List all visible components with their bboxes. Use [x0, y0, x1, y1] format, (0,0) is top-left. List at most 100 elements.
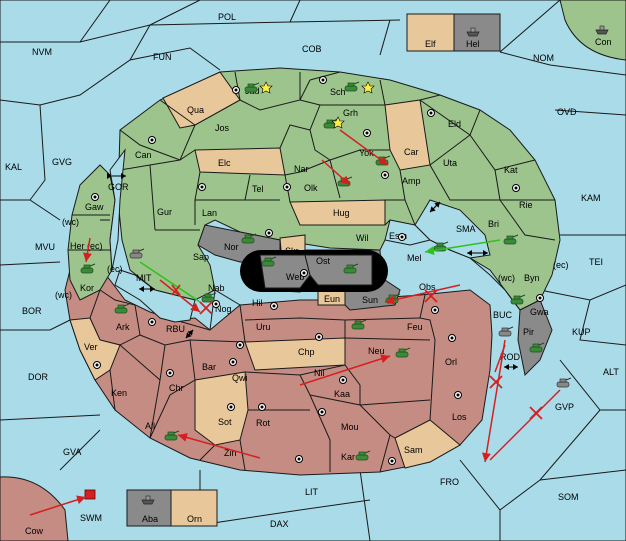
province-label: Kat	[504, 165, 518, 175]
province-label: Pir	[523, 327, 534, 337]
label-nvm: NVM	[32, 47, 52, 57]
province-label: Car	[404, 147, 419, 157]
sea-mit-inlet	[114, 269, 196, 323]
province-label: Her	[70, 241, 85, 251]
province-car[interactable]	[384, 99, 431, 171]
province-label: Byn	[524, 273, 540, 283]
province-label: (wc)	[55, 290, 72, 300]
province-label: Ark	[116, 322, 130, 332]
province-label: Con	[595, 37, 612, 47]
province-orn[interactable]	[170, 489, 218, 527]
province-label: Qwi	[232, 373, 248, 383]
province-label: Ost	[316, 256, 331, 266]
province-label: (wc)	[498, 273, 515, 283]
cross-icons	[171, 284, 543, 420]
province-label: Bri	[488, 219, 499, 229]
label-mit: MIT	[136, 273, 152, 283]
province-label: Orl	[445, 357, 457, 367]
province-label: Kaa	[334, 389, 350, 399]
province-label: Hug	[333, 208, 350, 218]
label-gor: GOR	[108, 182, 129, 192]
province-labels: POL NVM FUN COB NOM OVD KAL GVG GOR MVU …	[5, 12, 619, 536]
province-label: Orn	[187, 514, 202, 524]
province-label: Mou	[341, 422, 359, 432]
province-label: Yok	[359, 148, 374, 158]
province-label: Sam	[404, 445, 423, 455]
label-som: SOM	[558, 492, 579, 502]
label-kal: KAL	[5, 162, 22, 172]
unit-icons	[80, 25, 609, 505]
province-chp[interactable]	[244, 337, 346, 371]
province-label: Hil	[252, 298, 263, 308]
province-label: Eld	[448, 119, 461, 129]
province-label: Jos	[215, 123, 230, 133]
label-fro: FRO	[440, 477, 459, 487]
province-label: Nil	[314, 368, 325, 378]
label-dax: DAX	[270, 519, 289, 529]
province-label: Sch	[330, 87, 346, 97]
province-label: Sap	[193, 252, 209, 262]
destroyed-unit-icon	[84, 489, 96, 500]
province-label: Neu	[368, 346, 385, 356]
province-label: Feu	[407, 322, 423, 332]
province-label: Elf	[425, 39, 436, 49]
supply-center-icons	[91, 76, 544, 465]
province-label: (wc)	[62, 217, 79, 227]
province-label: Ail	[145, 421, 155, 431]
province-label: Lan	[202, 208, 217, 218]
province-label: (ec)	[107, 264, 123, 274]
province-label: Olk	[304, 183, 318, 193]
label-cob: COB	[302, 44, 322, 54]
province-label: (ec)	[553, 260, 569, 270]
label-buc: BUC	[493, 310, 513, 320]
province-cow[interactable]	[0, 476, 69, 541]
province-label: Gur	[157, 207, 172, 217]
label-rbu: RBU	[166, 324, 185, 334]
label-dor: DOR	[28, 372, 49, 382]
province-label: Ver	[84, 342, 98, 352]
province-label: Web	[286, 272, 304, 282]
label-gvp: GVP	[555, 402, 574, 412]
province-label: Gaw	[85, 202, 104, 212]
province-label: Rot	[256, 418, 271, 428]
province-label: Skr	[285, 246, 299, 256]
province-label: Amp	[402, 176, 421, 186]
double-arrow-icons	[107, 173, 518, 370]
province-label: Kor	[80, 283, 94, 293]
label-fun: FUN	[153, 52, 172, 62]
label-rod: ROD	[500, 352, 521, 362]
province-sam[interactable]	[394, 419, 461, 469]
label-bor: BOR	[22, 306, 42, 316]
label-sma: SMA	[456, 224, 476, 234]
province-label: Ken	[111, 388, 127, 398]
province-label: Eun	[324, 294, 340, 304]
province-label: Bar	[202, 362, 216, 372]
star-icons	[259, 81, 375, 129]
province-label: Rie	[519, 200, 533, 210]
label-lit: LIT	[305, 487, 319, 497]
province-label: Can	[135, 150, 152, 160]
province-label: Uru	[256, 322, 271, 332]
order-arrows	[29, 129, 561, 516]
label-mvu: MVU	[35, 242, 55, 252]
province-label: Tel	[252, 184, 264, 194]
province-label: Aba	[142, 514, 158, 524]
label-swm: SWM	[80, 513, 102, 523]
province-label: Nab	[208, 283, 225, 293]
province-label: Gwa	[530, 307, 549, 317]
province-label: Uta	[443, 158, 457, 168]
label-kam: KAM	[581, 193, 601, 203]
label-tei: TEI	[589, 257, 603, 267]
province-label: Grh	[343, 108, 358, 118]
province-elc[interactable]	[194, 147, 286, 176]
province-label: Hel	[466, 39, 480, 49]
province-label: Mel	[407, 253, 422, 263]
province-label: Nar	[294, 164, 309, 174]
label-pol: POL	[218, 12, 236, 22]
province-label: Elc	[218, 158, 231, 168]
province-elf[interactable]	[406, 13, 455, 52]
province-label: Nog	[215, 304, 232, 314]
province-label: Wil	[356, 233, 369, 243]
province-ver[interactable]	[69, 317, 121, 381]
